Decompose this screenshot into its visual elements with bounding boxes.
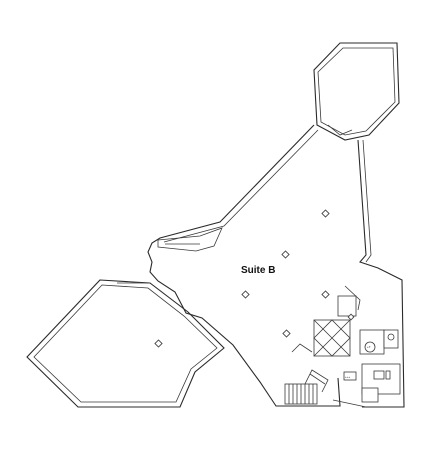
column-marker [321, 209, 330, 218]
column-marker [282, 329, 291, 338]
hexagon-room-lower-left [26, 279, 225, 408]
column-markers [154, 209, 355, 348]
column-marker [347, 313, 355, 321]
suite-b-outline [147, 124, 405, 408]
hexagon-room-upper-right [313, 42, 400, 141]
column-marker [241, 290, 250, 299]
suite-label: Suite B [241, 265, 275, 276]
column-marker [281, 250, 290, 259]
svg-text:+++: +++ [345, 375, 351, 379]
column-marker [154, 339, 163, 348]
service-core: +T +++ [291, 285, 401, 408]
column-marker [321, 290, 330, 299]
stair [284, 369, 329, 405]
svg-text:+T: +T [367, 345, 371, 349]
